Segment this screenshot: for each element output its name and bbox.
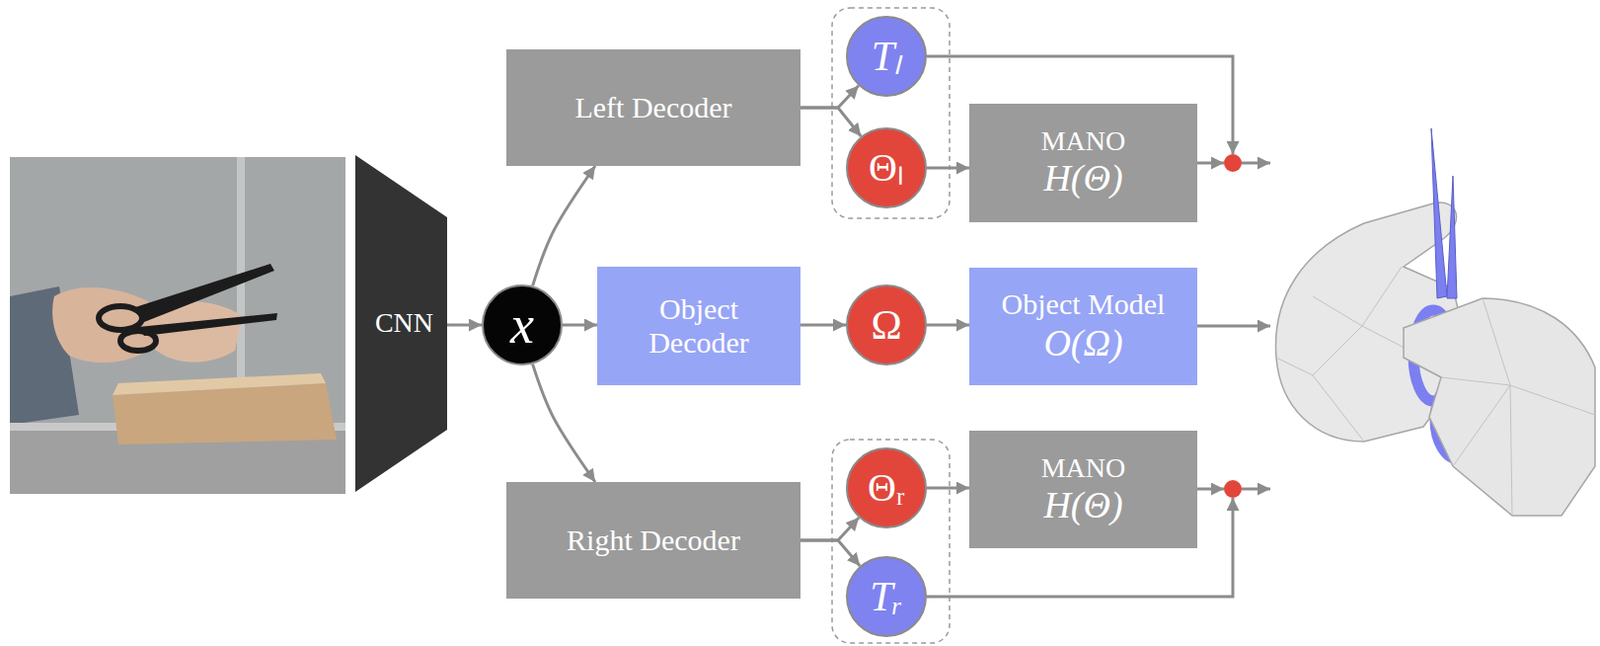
- decoder-box: Left Decoder: [506, 49, 801, 166]
- dashed-group: [832, 439, 950, 643]
- parameter-circle: Tᵣ: [845, 555, 927, 637]
- text-group: Right Decoder: [566, 523, 741, 558]
- text-group: Tᵣ: [869, 572, 904, 620]
- photo-background: [9, 156, 346, 494]
- node-label: Right Decoder: [566, 523, 741, 558]
- text-group: Object Decoder: [624, 292, 773, 361]
- photo-pole: [236, 156, 245, 384]
- arrow-connector: [926, 486, 970, 490]
- parameter-circle: Θₗ: [845, 127, 927, 209]
- circle-fill: [846, 128, 926, 208]
- text-group: Object ModelO(Ω): [1001, 287, 1166, 365]
- node-label: O(Ω): [1043, 321, 1123, 366]
- photo-scissors-blade: [132, 263, 275, 322]
- feature-circle: x: [481, 284, 563, 366]
- text-group: Ω: [870, 301, 902, 349]
- node-label: Θᵣ: [867, 464, 906, 511]
- node-label: H(Θ): [1043, 483, 1123, 528]
- decoder-box: Right Decoder: [506, 481, 801, 599]
- decoder-box: Object Decoder: [597, 266, 801, 385]
- parameter-circle: Tₗ: [845, 15, 927, 97]
- node-label: Left Decoder: [574, 90, 732, 126]
- arrow-connector: [800, 323, 846, 327]
- text-group: MANOH(Θ): [1041, 452, 1127, 528]
- input-photo: [9, 156, 346, 494]
- reconstruction-render: [1276, 128, 1596, 516]
- output-arrow: [1241, 161, 1271, 165]
- arrow-connector: [533, 364, 596, 482]
- text-group: x: [510, 294, 534, 356]
- scissors-blade: [1447, 175, 1457, 299]
- circle-fill: [846, 16, 926, 96]
- arrow-connector: [926, 323, 970, 327]
- arrow-connector: [926, 166, 970, 170]
- trapezoid-fill: [355, 154, 448, 492]
- parameter-circle: Ω: [845, 284, 927, 366]
- text-group: Tₗ: [871, 32, 902, 80]
- scissors-blade: [1431, 128, 1448, 299]
- text-group: Θᵣ: [867, 464, 906, 511]
- mano-output-arrow: [1195, 487, 1224, 491]
- model-box: Object ModelO(Ω): [969, 267, 1198, 385]
- mesh-facets: [1441, 298, 1596, 516]
- output-arrow: [1196, 324, 1271, 328]
- dashed-group: [832, 7, 950, 219]
- mesh-facets: [1276, 266, 1424, 442]
- combine-dot: [1223, 479, 1242, 498]
- arrow-connector: [533, 165, 596, 286]
- output-arrow: [1241, 487, 1271, 491]
- text-group: Θₗ: [868, 145, 905, 191]
- arrow-connector: [447, 323, 482, 327]
- node-label: x: [510, 294, 534, 356]
- arrow-connector: [562, 323, 598, 327]
- node-label: Tₗ: [871, 32, 902, 80]
- text-group: CNN: [375, 306, 434, 339]
- node-label: Θₗ: [868, 145, 905, 191]
- node-label: Object Model: [1001, 287, 1166, 322]
- circle-fill: [846, 448, 926, 528]
- arrow-connector: [800, 517, 859, 540]
- photo-left-hand: [52, 287, 158, 363]
- text-group: MANOH(Θ): [1041, 125, 1127, 201]
- arrow-connector: [800, 539, 860, 566]
- right-hand-mesh: [1403, 298, 1596, 516]
- photo-scissors-blade: [138, 312, 278, 336]
- circle-fill: [846, 285, 926, 365]
- node-label: Object Decoder: [624, 292, 773, 361]
- node-label: MANO: [1041, 125, 1127, 157]
- photo-box-top: [112, 373, 326, 395]
- mano-output-arrow: [1197, 161, 1224, 165]
- text-group: Left Decoder: [574, 90, 732, 126]
- photo-scissors-handle: [98, 305, 143, 330]
- node-label: H(Θ): [1043, 156, 1123, 201]
- circle-fill: [482, 285, 562, 365]
- model-box: MANOH(Θ): [969, 430, 1198, 548]
- arrow-connector: [800, 85, 859, 108]
- node-label: Ω: [870, 301, 902, 349]
- circle-fill: [846, 556, 926, 636]
- node-label: MANO: [1041, 452, 1127, 484]
- node-label: CNN: [375, 306, 434, 339]
- encoder-trapezoid: CNN: [355, 154, 448, 492]
- photo-scissors-handle: [120, 330, 156, 351]
- arrow-connector: [800, 107, 861, 137]
- combine-dot: [1223, 153, 1242, 172]
- parameter-circle: Θᵣ: [845, 447, 927, 529]
- model-box: MANOH(Θ): [969, 103, 1198, 223]
- node-label: Tᵣ: [869, 572, 904, 620]
